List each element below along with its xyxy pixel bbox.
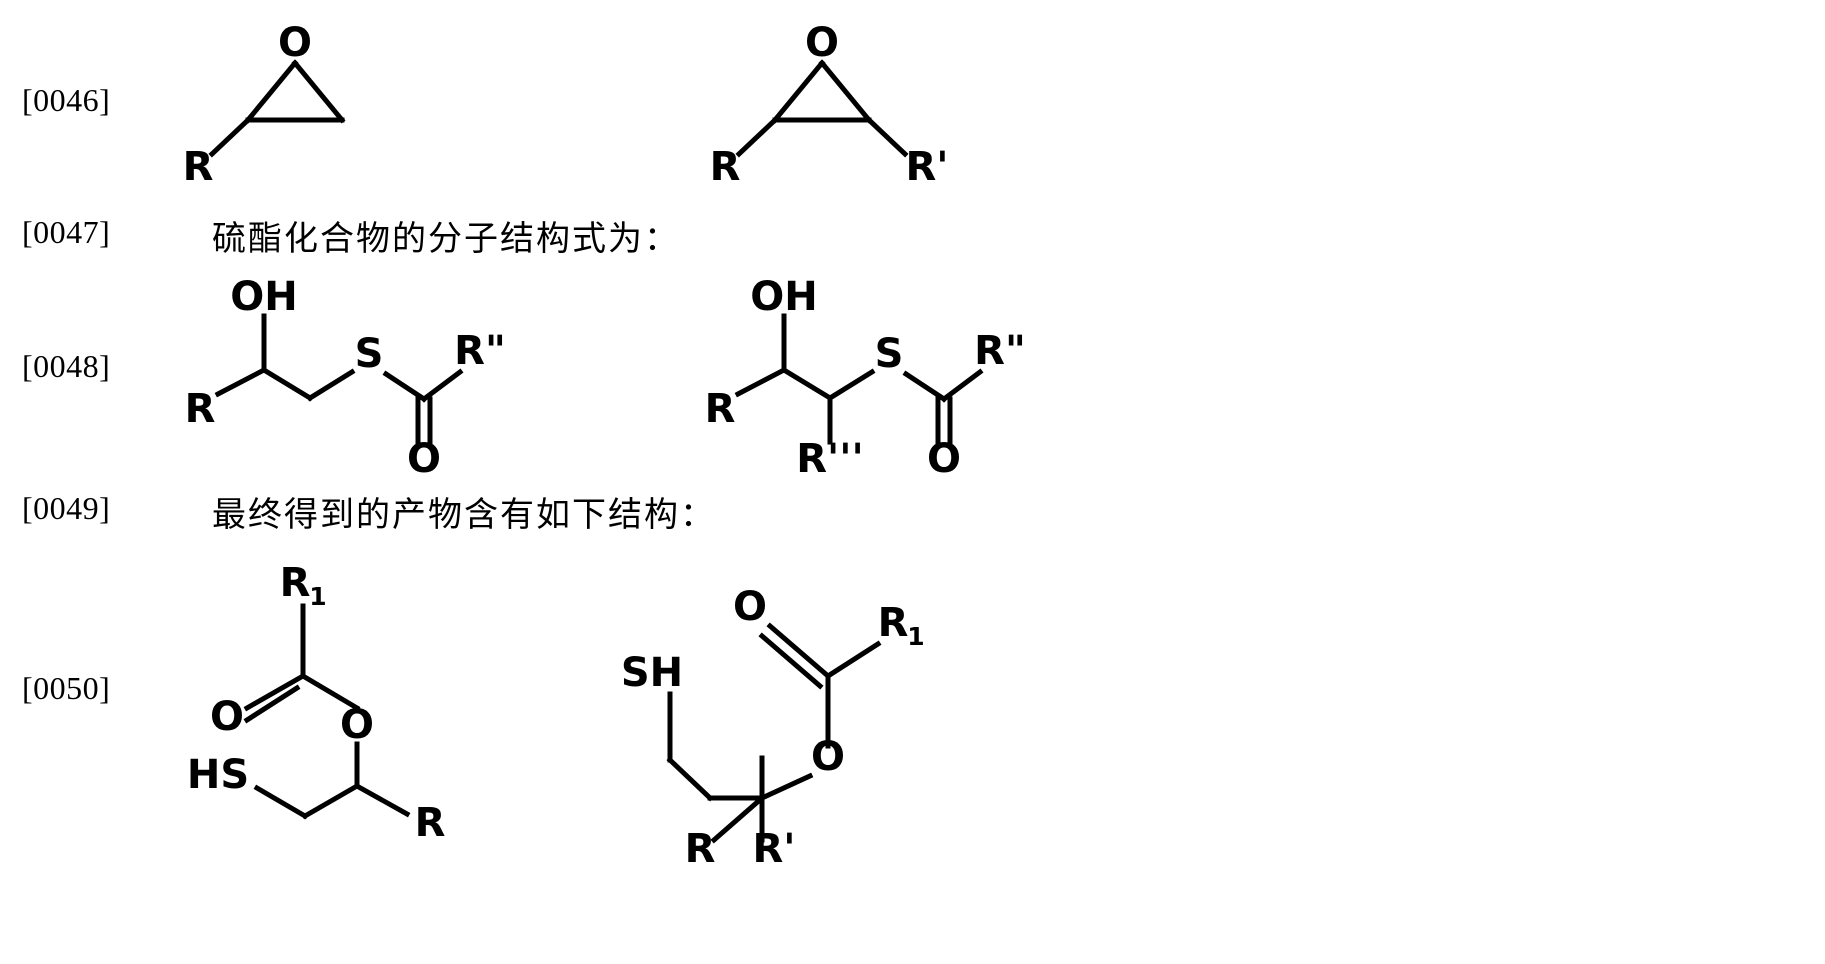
structure-epoxide-di: O R R' — [700, 8, 970, 190]
bond-ccarbonyl-r1 — [824, 640, 882, 680]
bond-c2-rprime — [865, 116, 909, 158]
bond-c2-c1 — [780, 366, 834, 402]
label-thiol: HS — [187, 752, 249, 798]
bond-ch-r — [353, 782, 411, 818]
label-r1-subscript: 1 — [309, 582, 326, 611]
structure-epoxide-mono: O R — [180, 8, 410, 190]
paragraph-number-0047: [0047] — [22, 214, 111, 250]
bond-co-double-b — [758, 632, 824, 690]
bond-c1-o — [244, 59, 299, 124]
bond-ch2-cq — [666, 756, 714, 802]
bond-c1-o — [771, 59, 826, 124]
label-r-triple-prime-group: R''' — [796, 436, 864, 482]
bond-o-c2 — [818, 59, 873, 124]
label-r-group: R — [415, 800, 446, 846]
label-carbonyl-oxygen: O — [407, 436, 441, 482]
bond-co-double-a — [243, 672, 307, 712]
label-thiol: SH — [621, 650, 683, 696]
label-r1-symbol: R — [280, 560, 311, 606]
structure-thioester-primary: OH R S R" O — [180, 272, 520, 482]
label-r-double-prime-group: R" — [454, 328, 506, 374]
label-carbonyl-oxygen: O — [210, 694, 244, 740]
structure-product-primary: R 1 O O HS R — [185, 548, 505, 848]
label-r-prime-group: R' — [752, 826, 795, 872]
paragraph-number-0050: [0050] — [22, 670, 111, 706]
bond-cq-r — [710, 794, 766, 844]
bond-oester-cq — [758, 772, 814, 802]
label-oxygen: O — [805, 20, 839, 66]
bond-c1-s — [826, 368, 876, 402]
label-r-prime-group: R' — [905, 144, 948, 190]
label-carbonyl-oxygen: O — [927, 436, 961, 482]
bond-r-c2 — [214, 366, 268, 398]
paragraph-number-0049: [0049] — [22, 490, 111, 526]
label-hydroxyl: OH — [230, 274, 297, 320]
bond-o-c2 — [291, 59, 346, 124]
bond-co-double-a — [766, 622, 832, 680]
bond-c1-r — [735, 116, 779, 158]
structure-thioester-secondary: OH R S R" R''' O — [700, 272, 1050, 482]
bond-ccarbonyl-rdp — [420, 368, 464, 403]
bond-c1-s — [306, 368, 356, 402]
paragraph-number-0048: [0048] — [22, 348, 111, 384]
bond-ch2-hs — [253, 784, 309, 820]
label-oxygen: O — [278, 20, 312, 66]
label-r1-symbol: R — [878, 600, 909, 646]
paragraph-text-0049: 最终得到的产物含有如下结构： — [212, 495, 716, 535]
label-r-group: R — [183, 144, 214, 190]
bond-co-double-b — [243, 684, 301, 724]
label-ester-oxygen: O — [811, 734, 845, 780]
label-r-group: R — [705, 386, 736, 432]
bond-c1-r — [208, 116, 252, 158]
bond-s-ccarbonyl — [902, 370, 948, 403]
bond-ccarbonyl-rdp — [940, 368, 984, 403]
label-r-double-prime-group: R" — [974, 328, 1026, 374]
label-r-group: R — [685, 826, 716, 872]
label-r1-subscript: 1 — [907, 622, 924, 651]
bond-ccarbonyl-oester — [299, 672, 361, 712]
bond-s-ccarbonyl — [382, 370, 428, 403]
label-r-group: R — [710, 144, 741, 190]
paragraph-text-0047: 硫酯化合物的分子结构式为： — [212, 219, 680, 259]
bond-c2-c1 — [260, 366, 314, 402]
structure-product-secondary: O R 1 O SH R R' — [610, 548, 950, 872]
label-carbonyl-oxygen: O — [733, 584, 767, 630]
label-ester-oxygen: O — [340, 702, 374, 748]
paragraph-number-0046: [0046] — [22, 82, 111, 118]
label-hydroxyl: OH — [750, 274, 817, 320]
label-sulfur: S — [875, 331, 904, 377]
label-sulfur: S — [355, 331, 384, 377]
bond-r-c2 — [734, 366, 788, 398]
bond-ch-ch2 — [301, 782, 361, 820]
label-r-group: R — [185, 386, 216, 432]
